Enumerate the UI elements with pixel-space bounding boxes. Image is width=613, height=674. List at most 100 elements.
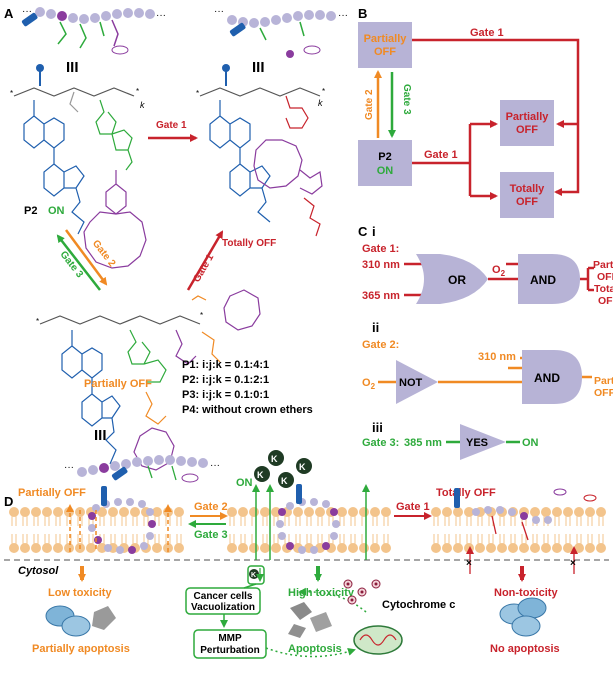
cells-apoptotic xyxy=(288,602,332,638)
lipid-tail xyxy=(99,512,105,526)
lipid-head xyxy=(596,543,606,553)
lipid-tail xyxy=(466,512,472,526)
lipid-head xyxy=(42,507,52,517)
lipid-tail xyxy=(44,534,50,548)
molecule-totally-off: * * k xyxy=(196,64,325,237)
lipid-head xyxy=(271,543,281,553)
svg-text:k: k xyxy=(140,100,145,110)
lipid-tail xyxy=(121,512,127,526)
svg-text:×: × xyxy=(466,558,472,569)
gate23-arrows-a: Gate 2 Gate 3 xyxy=(56,229,118,291)
lipid-tail xyxy=(455,512,461,526)
lipid-head xyxy=(42,543,52,553)
lipid-tail xyxy=(499,534,505,548)
svg-text:···: ··· xyxy=(214,6,224,17)
bead-chain-top-right: ··· ··· xyxy=(214,6,348,58)
svg-text:···: ··· xyxy=(22,6,32,17)
lipid-tail xyxy=(110,512,116,526)
lipid-head xyxy=(108,507,118,517)
panel-d-label: D xyxy=(4,494,13,509)
lipid-tail xyxy=(11,512,17,526)
or-gate-label: OR xyxy=(448,273,466,287)
svg-text:K: K xyxy=(299,462,306,472)
ciii-in: 385 nm xyxy=(404,437,442,449)
cii-in-o2: O2 xyxy=(362,377,376,391)
svg-text:×: × xyxy=(570,558,576,569)
lipid-tail xyxy=(587,534,593,548)
panel-c-label: C xyxy=(358,224,368,239)
lipid-tail xyxy=(444,512,450,526)
lipid-head xyxy=(86,543,96,553)
lipid-head xyxy=(508,543,518,553)
polymer-p2: P2: i:j:k = 0.1:2:1 xyxy=(182,374,269,386)
lipid-head xyxy=(359,507,369,517)
and-gate-i-shape xyxy=(518,254,580,304)
lipid-tail xyxy=(240,534,246,548)
lipid-tail xyxy=(165,512,171,526)
polymer-p1: P1: i:j:k = 0.1:4:1 xyxy=(182,359,269,371)
lipid-tail xyxy=(262,512,268,526)
lipid-head xyxy=(552,543,562,553)
lipid-head xyxy=(541,507,551,517)
d-no-apoptosis: No apoptosis xyxy=(490,643,560,655)
and-gate-i-label: AND xyxy=(530,273,556,287)
lipid-head xyxy=(293,507,303,517)
lipid-head xyxy=(596,507,606,517)
lipid-head xyxy=(475,543,485,553)
bead-chain-bottom: ··· ··· xyxy=(64,455,220,483)
polymer-p3: P3: i:j:k = 0.1:0:1 xyxy=(182,389,269,401)
svg-text:*: * xyxy=(36,317,39,326)
lipid-tail xyxy=(521,534,527,548)
panel-c-sub-ii: ii xyxy=(372,320,379,335)
svg-text:···: ··· xyxy=(338,10,348,21)
lipid-tail xyxy=(532,534,538,548)
lipid-head xyxy=(574,543,584,553)
panel-a: A ··· ··· ··· xyxy=(4,6,348,483)
lipid-tail xyxy=(383,534,389,548)
svg-text:K: K xyxy=(251,572,256,579)
left-channel xyxy=(66,486,172,554)
lipid-tail xyxy=(576,512,582,526)
cii-title: Gate 2: xyxy=(362,339,399,351)
lipid-head xyxy=(552,507,562,517)
lipid-head xyxy=(431,507,441,517)
lipid-tail xyxy=(229,512,235,526)
lipid-tail xyxy=(499,512,505,526)
lipid-tail xyxy=(565,512,571,526)
lipid-tail xyxy=(433,512,439,526)
gate2-b-label: Gate 2 xyxy=(364,89,375,120)
lipid-head xyxy=(442,507,452,517)
yes-gate-shape xyxy=(460,424,506,460)
lipid-head xyxy=(337,543,347,553)
lipid-tail xyxy=(176,512,182,526)
middle-channel xyxy=(252,484,370,560)
ci-in1: 310 nm xyxy=(362,259,400,271)
p2-state: ON xyxy=(48,205,65,217)
totally-off-a: Totally OFF xyxy=(222,238,276,249)
lipid-head xyxy=(348,507,358,517)
lipid-tail xyxy=(66,512,72,526)
svg-text:*: * xyxy=(196,89,199,98)
lipid-head xyxy=(541,543,551,553)
lipid-tail xyxy=(433,534,439,548)
lipid-tail xyxy=(66,534,72,548)
svg-text:K: K xyxy=(257,470,264,480)
membrane-bilayer xyxy=(9,507,606,553)
lipid-head xyxy=(497,543,507,553)
lipid-head xyxy=(585,543,595,553)
gate1-arrow-a: Gate 1 xyxy=(148,120,198,142)
svg-text:···: ··· xyxy=(210,460,220,471)
lipid-tail xyxy=(383,512,389,526)
lipid-head xyxy=(464,543,474,553)
panel-c: C i Gate 1: 310 nm 365 nm OR O2 AND Part… xyxy=(358,224,613,460)
lipid-tail xyxy=(240,512,246,526)
lipid-tail xyxy=(576,534,582,548)
roman-bottom: III xyxy=(94,427,107,444)
lipid-head xyxy=(238,543,248,553)
ciii-out: ON xyxy=(522,437,539,449)
svg-text:K: K xyxy=(271,454,278,464)
lipid-head xyxy=(260,543,270,553)
not-gate-shape xyxy=(396,360,438,404)
polymer-list: P1: i:j:k = 0.1:4:1 P2: i:j:k = 0.1:2:1 … xyxy=(182,359,313,416)
